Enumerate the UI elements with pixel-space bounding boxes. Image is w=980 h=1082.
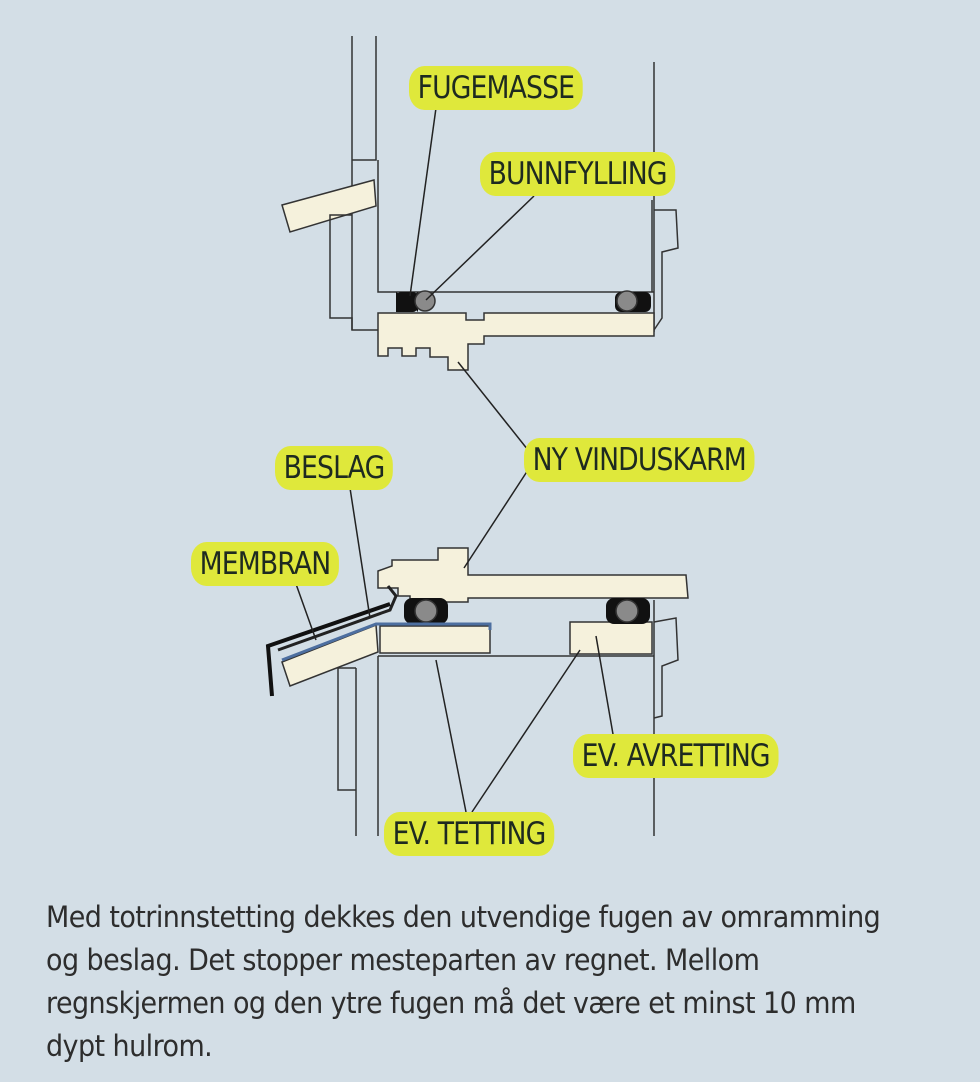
figure-caption: Med totrinnstetting dekkes den utvendige… [46, 900, 881, 1063]
head-detail [281, 36, 679, 371]
label-bunnfylling: BUNNFYLLING [480, 152, 676, 196]
leader-fugemasse [409, 107, 437, 297]
head-frame-outline [329, 214, 378, 331]
leader-vinduskarm-top [457, 361, 529, 451]
wall-outline-top-left [351, 36, 377, 330]
label-ev-avretting: EV. AVRETTING [573, 734, 779, 778]
head-flashing [281, 179, 377, 233]
leader-beslag [349, 487, 371, 619]
sealant-head-left-body [397, 292, 417, 312]
interior-frame-top [653, 209, 679, 331]
shim-right [569, 621, 653, 655]
membrane-line [265, 602, 391, 697]
interior-frame-bottom [653, 617, 679, 719]
backer-rod-sill-right [615, 599, 639, 623]
leader-membran [295, 583, 317, 641]
leader-avretting [595, 635, 615, 741]
label-ev-tetting: EV. TETTING [384, 812, 555, 856]
window-section-diagram [265, 36, 689, 836]
membrane-blue-line [281, 622, 492, 662]
wall-outline-bottom-left [337, 656, 379, 836]
sill-window-frame [377, 547, 689, 603]
leader-vinduskarm-bottom [463, 469, 529, 569]
sill-detail [265, 547, 689, 836]
head-window-frame [377, 312, 655, 371]
label-beslag: BESLAG [275, 446, 393, 490]
beslag-line [277, 585, 398, 652]
leader-lines [295, 107, 615, 813]
backer-rod-sill-left [414, 599, 438, 623]
label-membran: MEMBRAN [191, 542, 339, 586]
label-fugemasse: FUGEMASSE [409, 66, 583, 110]
backer-rod-head-right [616, 290, 638, 312]
leader-tetting-left [435, 659, 467, 813]
leader-tetting-right [471, 649, 581, 813]
leader-bunnfylling [425, 195, 535, 301]
shim-left [379, 625, 491, 654]
label-ny-vinduskarm: NY VINDUSKARM [524, 438, 755, 482]
